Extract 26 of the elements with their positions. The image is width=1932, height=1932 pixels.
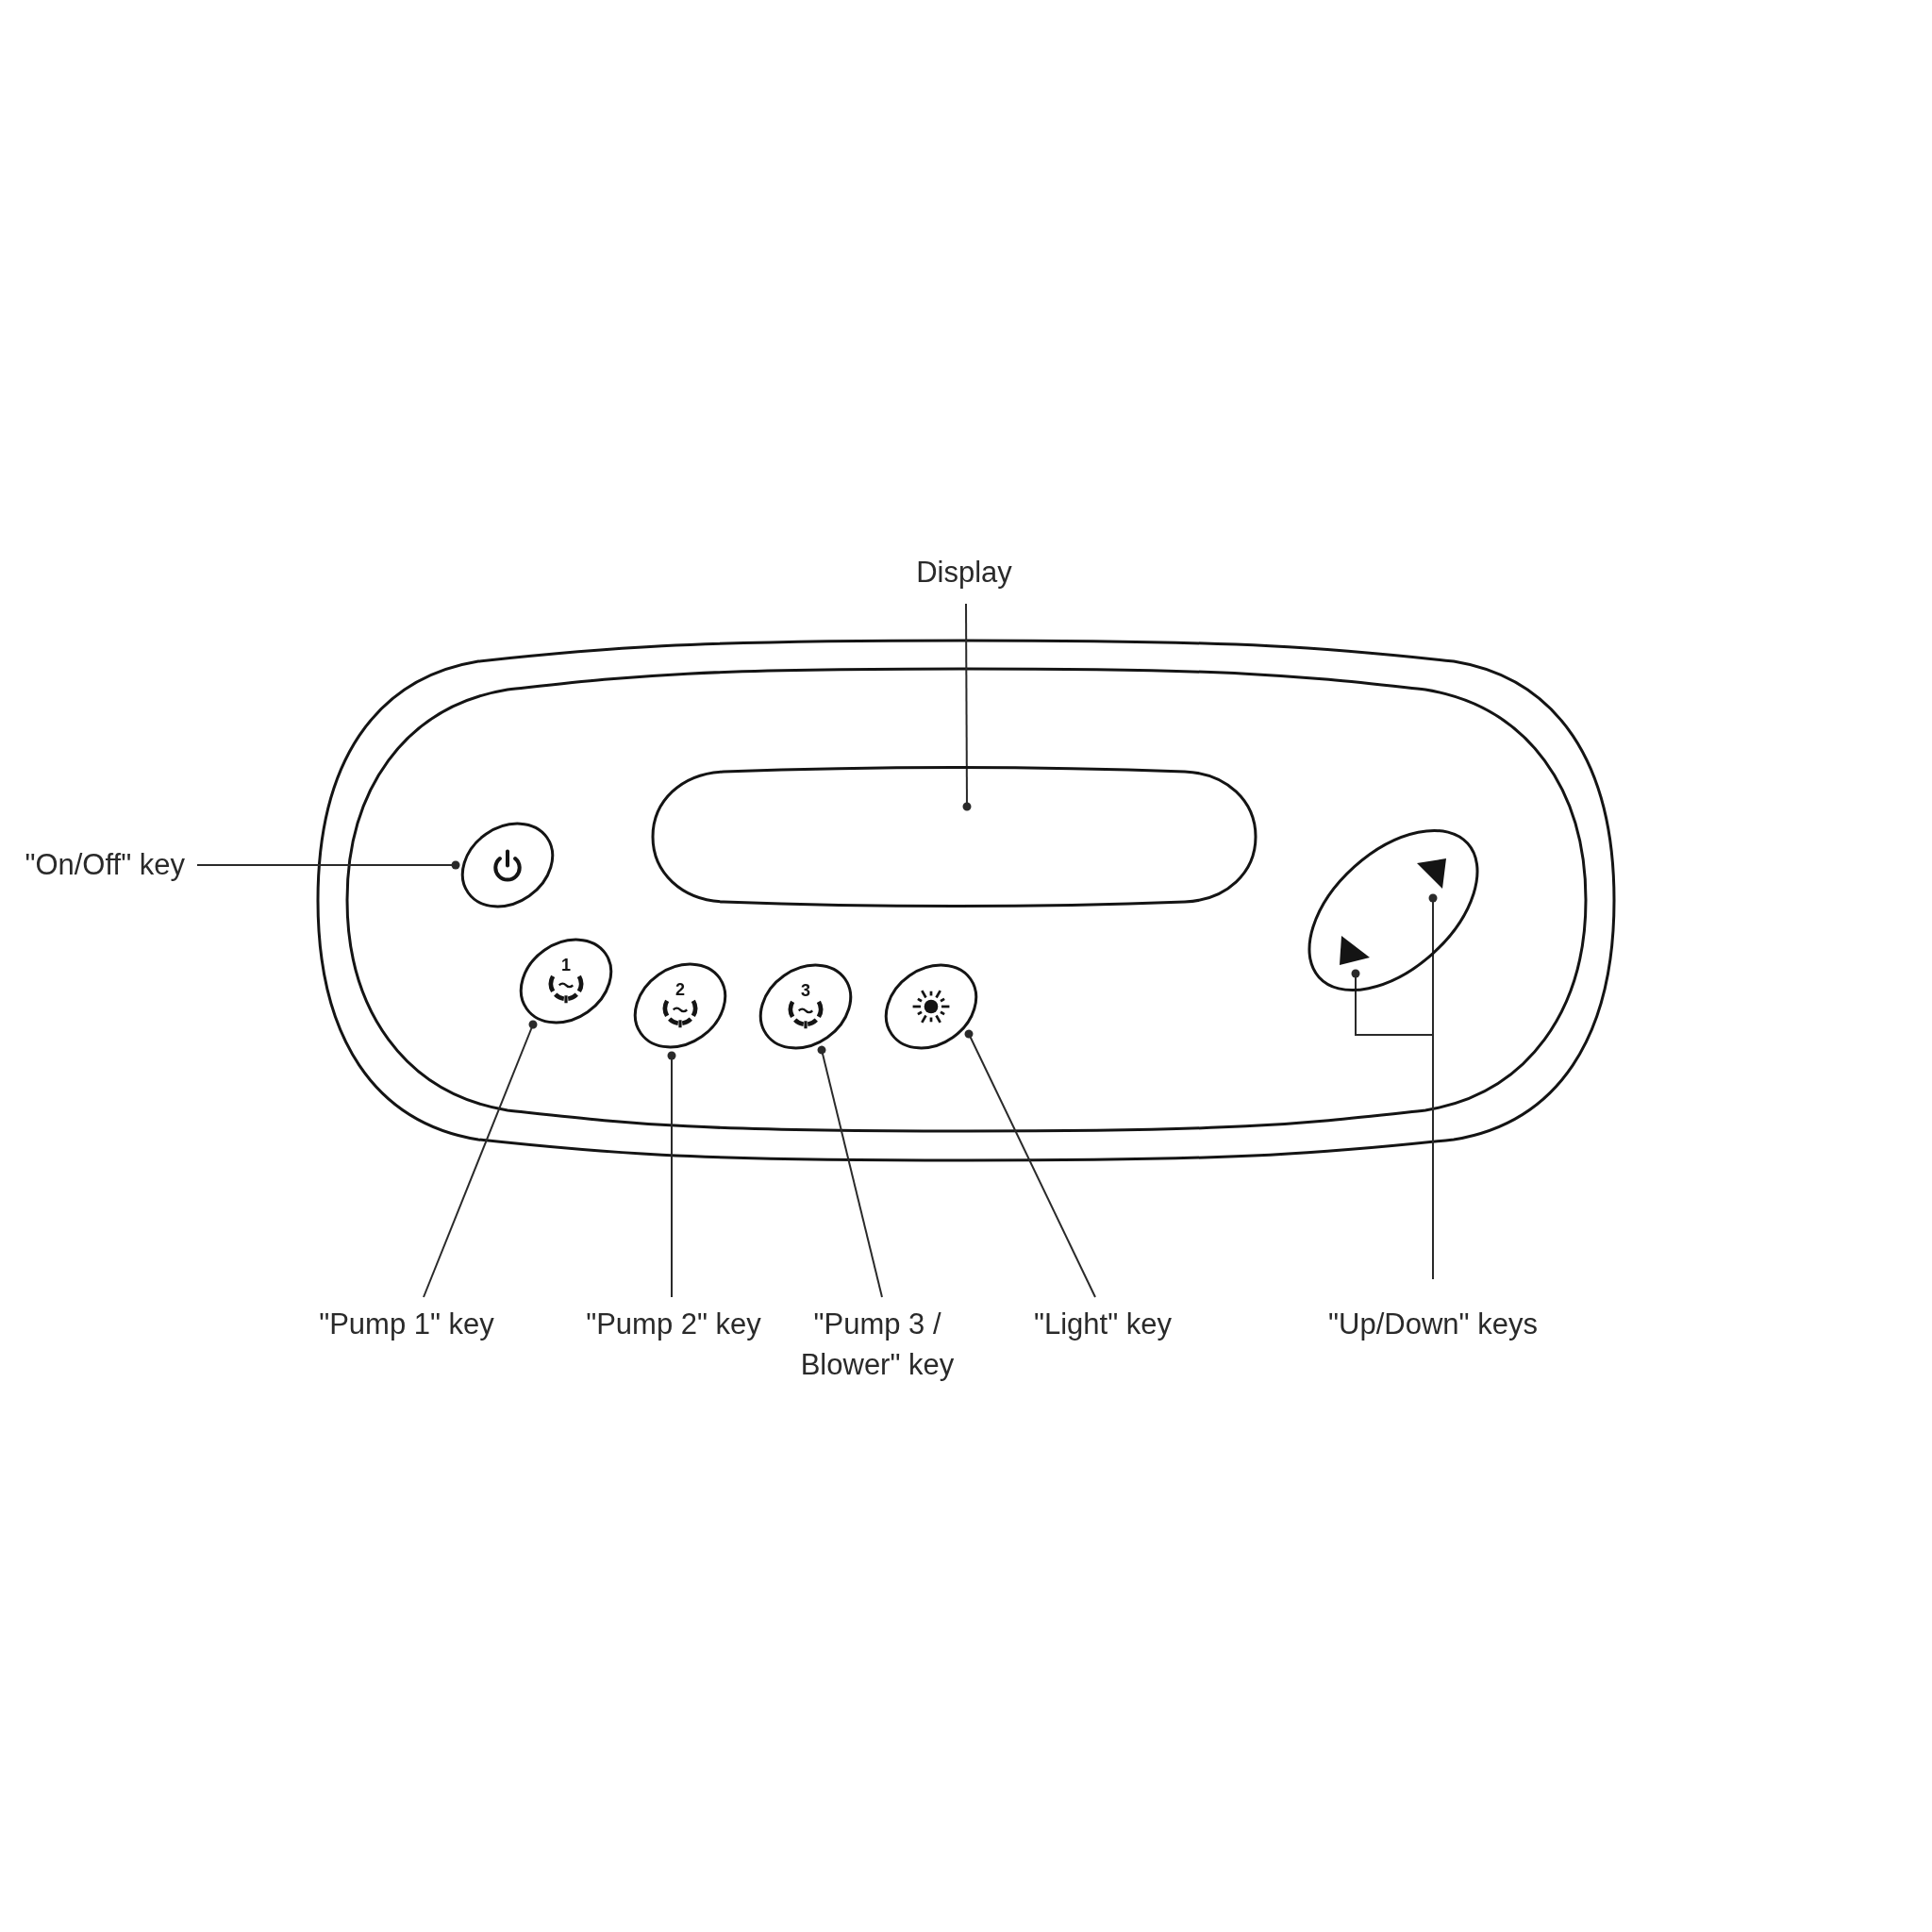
oval-key (633, 962, 727, 1049)
key-number: 1 (561, 958, 571, 973)
leader-line (196, 860, 460, 870)
triangle-icon (1415, 857, 1448, 891)
leader-line (962, 603, 972, 811)
key-number: 3 (801, 984, 810, 998)
leader-line (817, 1045, 883, 1298)
oval-key (519, 938, 613, 1024)
callout-label: "Pump 2" key (586, 1304, 761, 1344)
callout-label: "On/Off" key (25, 846, 185, 884)
leader-line (964, 1029, 1096, 1298)
leader-line (1351, 969, 1434, 1280)
key-number: 2 (675, 983, 685, 997)
callout-label: "Light" key (1033, 1304, 1173, 1344)
callout-label: "Up/Down" keys (1328, 1304, 1538, 1344)
oval-key (884, 963, 978, 1050)
callout-label: "Pump 1" key (319, 1304, 494, 1344)
leader-line (667, 1051, 676, 1298)
rocker-key (1306, 827, 1481, 993)
display-window (651, 764, 1257, 909)
callout-label: "Pump 3 / Blower" key (796, 1304, 958, 1385)
oval-key (758, 963, 853, 1050)
oval-key (460, 822, 555, 908)
callout-label: Display (916, 554, 1012, 591)
leader-line (423, 1020, 538, 1298)
triangle-icon (1338, 934, 1372, 967)
